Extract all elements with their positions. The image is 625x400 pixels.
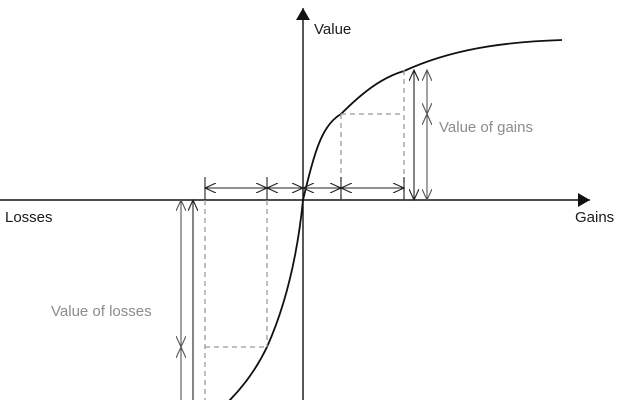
value-function-curve-losses — [228, 199, 304, 400]
value-of-losses-label: Value of losses — [51, 303, 152, 320]
value-of-gains-label: Value of gains — [439, 119, 533, 136]
y-axis-label: Value — [314, 21, 351, 38]
x-axis-negative-label: Losses — [5, 209, 53, 226]
value-function-curve — [302, 39, 563, 201]
x-axis-positive-label: Gains — [575, 209, 614, 226]
